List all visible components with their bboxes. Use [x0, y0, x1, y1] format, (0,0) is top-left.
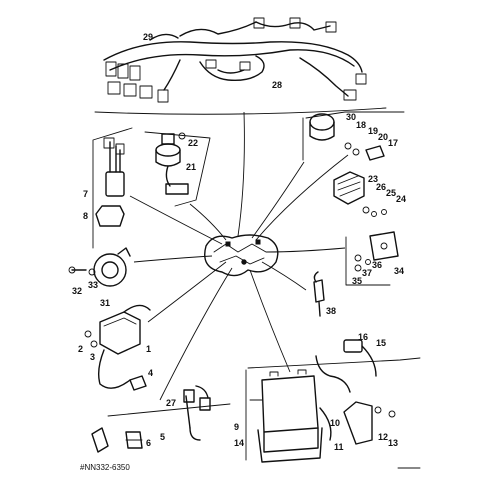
callout-26: 26	[376, 182, 386, 192]
horn	[68, 247, 131, 287]
callouts: 29 28 22 21 7 8 30 18 19 20 17 23 26 25 …	[72, 32, 406, 452]
callout-5: 5	[160, 432, 165, 442]
callout-14: 14	[234, 438, 244, 448]
callout-3: 3	[90, 352, 95, 362]
main-switch	[155, 132, 189, 195]
drawing-code: #NN332-6350	[80, 463, 130, 472]
callout-29: 29	[143, 32, 153, 42]
neutral-switch-lead	[91, 385, 211, 453]
callout-18: 18	[356, 120, 366, 130]
callout-38: 38	[326, 306, 336, 316]
relay-assembly	[95, 137, 125, 227]
radial-leader-lines	[129, 111, 349, 401]
callout-20: 20	[378, 132, 388, 142]
callout-22: 22	[188, 138, 198, 148]
callout-2: 2	[78, 344, 83, 354]
callout-12: 12	[378, 432, 388, 442]
callout-32: 32	[72, 286, 82, 296]
callout-8: 8	[83, 211, 88, 221]
main-wire-harness	[103, 17, 367, 103]
callout-33: 33	[88, 280, 98, 290]
callout-9: 9	[234, 422, 239, 432]
callout-19: 19	[368, 126, 378, 136]
callout-10: 10	[330, 418, 340, 428]
callout-36: 36	[372, 260, 382, 270]
callout-13: 13	[388, 438, 398, 448]
callout-1: 1	[146, 344, 151, 354]
callout-37: 37	[362, 268, 372, 278]
callout-6: 6	[146, 438, 151, 448]
battery-assembly	[249, 339, 396, 463]
ignition-coil	[84, 304, 151, 391]
bracket-assembly	[354, 231, 399, 272]
callout-34: 34	[394, 266, 404, 276]
callout-25: 25	[386, 188, 396, 198]
callout-15: 15	[376, 338, 386, 348]
rectifier-regulator	[333, 171, 387, 217]
sensor	[313, 271, 325, 317]
callout-30: 30	[346, 112, 356, 122]
callout-23: 23	[368, 174, 378, 184]
central-harness	[204, 234, 279, 277]
callout-16: 16	[358, 332, 368, 342]
callout-35: 35	[352, 276, 362, 286]
callout-28: 28	[272, 80, 282, 90]
callout-31: 31	[100, 298, 110, 308]
callout-17: 17	[388, 138, 398, 148]
section-dividers	[92, 107, 421, 469]
callout-27: 27	[166, 398, 176, 408]
callout-7: 7	[83, 189, 88, 199]
callout-21: 21	[186, 162, 196, 172]
callout-24: 24	[396, 194, 406, 204]
flasher-relay	[309, 113, 385, 161]
callout-4: 4	[148, 368, 153, 378]
callout-11: 11	[334, 442, 344, 452]
